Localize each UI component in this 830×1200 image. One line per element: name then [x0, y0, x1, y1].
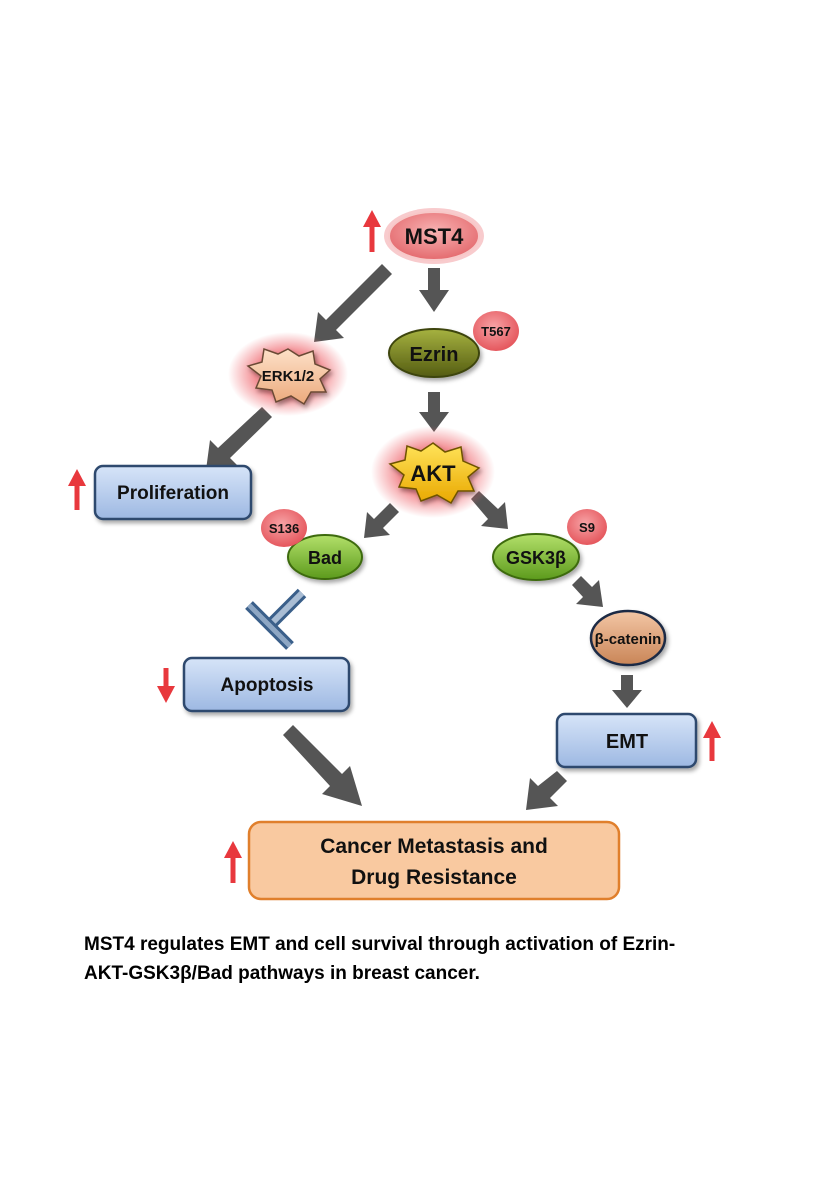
box-proliferation: Proliferation: [93, 464, 253, 521]
down-arrow-apoptosis: [157, 668, 175, 703]
arrow-apoptosis-to-outcome: [283, 725, 362, 806]
arrow-ezrin-to-akt: [419, 392, 449, 432]
box-emt-label: EMT: [606, 731, 648, 753]
node-mst4: MST4: [384, 208, 484, 264]
phospho-site-t567-label: T567: [481, 324, 511, 339]
arrow-mst4-to-erk: [314, 264, 392, 342]
phospho-site-s136: S136: [261, 509, 307, 547]
node-akt-label: AKT: [410, 461, 456, 486]
arrow-mst4-to-ezrin: [419, 268, 449, 312]
caption-line-1: MST4 regulates EMT and cell survival thr…: [84, 934, 676, 955]
node-erk: ERK1/2: [228, 332, 348, 416]
node-beta-catenin-label: β-catenin: [595, 631, 662, 648]
phospho-site-s136-label: S136: [269, 521, 299, 536]
arrow-akt-to-bad: [364, 503, 399, 538]
box-apoptosis: Apoptosis: [182, 656, 351, 713]
phospho-site-s9-label: S9: [579, 520, 595, 535]
box-outcome-line2: Drug Resistance: [351, 866, 517, 889]
phospho-site-t567: T567: [473, 311, 519, 351]
arrow-emt-to-outcome: [526, 771, 567, 810]
inhibition-bad-to-apoptosis: [245, 588, 307, 650]
up-arrow-emt: [703, 721, 721, 761]
box-apoptosis-label: Apoptosis: [221, 675, 314, 696]
node-mst4-label: MST4: [405, 224, 464, 249]
node-gsk3b: GSK3β: [492, 533, 580, 581]
node-gsk3b-label: GSK3β: [506, 548, 566, 568]
box-outcome: Cancer Metastasis and Drug Resistance: [247, 820, 621, 901]
box-proliferation-label: Proliferation: [117, 483, 229, 504]
phospho-site-s9: S9: [567, 509, 607, 545]
figure-caption: MST4 regulates EMT and cell survival thr…: [84, 930, 764, 988]
arrow-erk-to-proliferation: [206, 407, 272, 470]
box-outcome-line1: Cancer Metastasis and: [320, 835, 548, 858]
up-arrow-proliferation: [68, 469, 86, 510]
arrow-catenin-to-emt: [612, 675, 642, 708]
up-arrow-mst4: [363, 210, 381, 252]
node-akt: AKT: [371, 426, 495, 518]
node-bad-label: Bad: [308, 548, 342, 568]
node-beta-catenin: β-catenin: [589, 609, 667, 667]
box-emt: EMT: [555, 712, 698, 769]
node-ezrin: Ezrin: [388, 328, 480, 378]
node-ezrin-label: Ezrin: [410, 344, 459, 366]
arrow-gsk-to-catenin: [572, 576, 603, 607]
caption-line-2: AKT-GSK3β/Bad pathways in breast cancer.: [84, 963, 480, 984]
node-bad: Bad: [287, 534, 363, 580]
up-arrow-outcome: [224, 841, 242, 883]
node-erk-label: ERK1/2: [262, 368, 315, 385]
